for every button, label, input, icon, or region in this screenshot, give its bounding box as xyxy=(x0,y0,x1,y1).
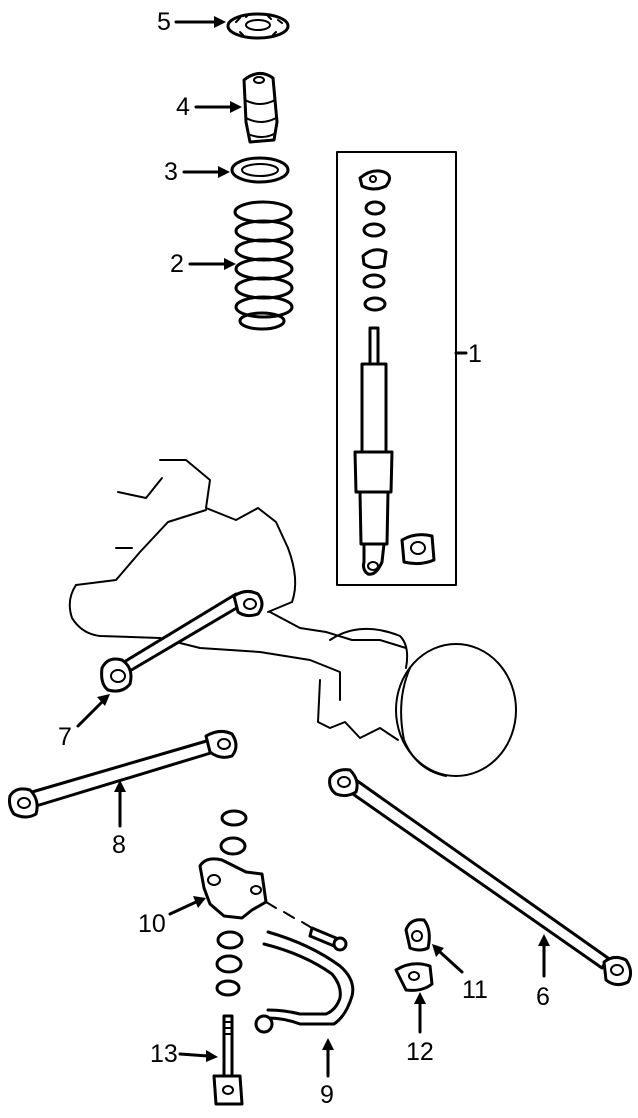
part-5-spring-seat xyxy=(226,12,290,40)
callout-5: 5 xyxy=(157,8,226,36)
callout-3-label: 3 xyxy=(164,158,178,186)
part-4-bump-stop xyxy=(242,72,279,144)
part-2-coil-spring xyxy=(233,200,294,331)
callout-11-label: 11 xyxy=(462,976,488,1004)
callout-12: 12 xyxy=(406,992,434,1066)
callout-1-label: 1 xyxy=(468,340,482,368)
callout-13: 13 xyxy=(150,1040,218,1068)
part-11-stabilizer-bushing xyxy=(404,918,431,952)
callout-5-label: 5 xyxy=(157,8,171,36)
callout-7-label: 7 xyxy=(58,723,72,751)
callout-1: 1 xyxy=(468,340,482,368)
callout-8: 8 xyxy=(112,780,126,859)
callout-8-label: 8 xyxy=(112,831,126,859)
part-1-shock-absorber-kit xyxy=(336,151,468,586)
callout-11: 11 xyxy=(432,944,488,1004)
callout-12-label: 12 xyxy=(406,1038,434,1066)
callout-7: 7 xyxy=(58,694,110,751)
part-12-bushing-bracket xyxy=(394,962,434,992)
callout-6: 6 xyxy=(536,934,550,1011)
callout-10: 10 xyxy=(138,896,206,938)
part-9-stabilizer-bar xyxy=(254,930,355,1034)
callout-2-label: 2 xyxy=(170,250,184,278)
callout-2: 2 xyxy=(170,250,236,278)
callout-9: 9 xyxy=(320,1038,334,1109)
callout-3: 3 xyxy=(164,158,230,186)
callout-10-label: 10 xyxy=(138,910,166,938)
callout-4-label: 4 xyxy=(176,93,190,121)
callout-9-label: 9 xyxy=(320,1081,334,1109)
part-10-bracket xyxy=(198,809,348,997)
axle-housing xyxy=(68,459,517,777)
part-7-upper-control-arm xyxy=(100,589,264,693)
callout-4: 4 xyxy=(176,93,242,121)
callout-6-label: 6 xyxy=(536,983,550,1011)
callout-13-label: 13 xyxy=(150,1040,178,1068)
part-8-lower-control-arm xyxy=(8,729,238,819)
part-3-insulator xyxy=(230,156,290,184)
part-13-stabilizer-link xyxy=(212,1014,244,1106)
part-6-lateral-rod xyxy=(328,768,633,987)
